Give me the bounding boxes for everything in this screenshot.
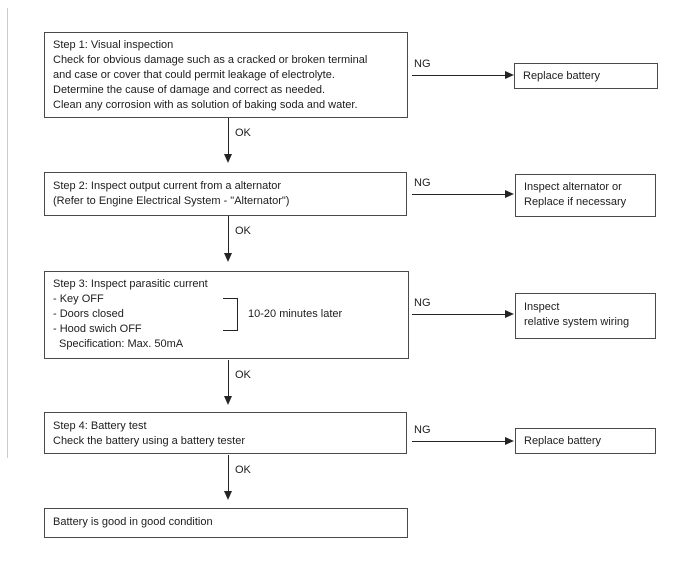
- ok-arrowhead-4: [224, 491, 232, 500]
- step3-parasitic-current-box: Step 3: Inspect parasitic current - Key …: [44, 271, 409, 359]
- step2-line: Step 2: Inspect output current from a al…: [53, 180, 282, 192]
- ng-arrowhead-4: [505, 437, 514, 445]
- ok-label-1: OK: [235, 127, 251, 139]
- ng-label-4: NG: [414, 424, 431, 436]
- outcome3-line: relative system wiring: [524, 316, 630, 328]
- outcome2-line: Replace if necessary: [524, 196, 627, 208]
- ng-label-2: NG: [414, 177, 431, 189]
- ok-label-3: OK: [235, 369, 251, 381]
- step3-spec-line: Specification: Max. 50mA: [59, 338, 184, 350]
- ng-arrowhead-2: [505, 190, 514, 198]
- step2-alternator-output-box: Step 2: Inspect output current from a al…: [44, 172, 407, 216]
- inspect-wiring-box: Inspect relative system wiring: [515, 293, 656, 339]
- ng-label-1: NG: [414, 58, 431, 70]
- ok-arrow-2: [228, 216, 229, 253]
- ok-arrow-1: [228, 118, 229, 155]
- step3-line: - Key OFF: [53, 293, 104, 305]
- step1-line: and case or cover that could permit leak…: [53, 69, 335, 81]
- step1-visual-inspection-box: Step 1: Visual inspection Check for obvi…: [44, 32, 408, 118]
- result-line: Battery is good in good condition: [53, 516, 213, 528]
- ok-arrowhead-2: [224, 253, 232, 262]
- bracket-note: 10-20 minutes later: [248, 308, 343, 320]
- ng-arrow-2: [412, 194, 506, 195]
- step1-line: Step 1: Visual inspection: [53, 39, 174, 51]
- step1-line: Clean any corrosion with as solution of …: [53, 99, 358, 111]
- ok-label-4: OK: [235, 464, 251, 476]
- step1-line: Check for obvious damage such as a crack…: [53, 54, 368, 66]
- step4-line: Step 4: Battery test: [53, 420, 147, 432]
- step4-line: Check the battery using a battery tester: [53, 435, 245, 447]
- ok-arrow-4: [228, 455, 229, 492]
- ng-arrow-1: [412, 75, 506, 76]
- ok-arrowhead-1: [224, 154, 232, 163]
- ok-label-2: OK: [235, 225, 251, 237]
- ng-arrowhead-1: [505, 71, 514, 79]
- replace-battery-box-2: Replace battery: [515, 428, 656, 454]
- outcome4-line: Replace battery: [524, 435, 602, 447]
- ok-arrow-3: [228, 360, 229, 397]
- outcome2-line: Inspect alternator or: [524, 181, 622, 193]
- ng-arrowhead-3: [505, 310, 514, 318]
- ok-arrowhead-3: [224, 396, 232, 405]
- step2-line: (Refer to Engine Electrical System - "Al…: [53, 195, 290, 207]
- step4-battery-test-box: Step 4: Battery test Check the battery u…: [44, 412, 407, 454]
- page-edge-line: [7, 8, 8, 458]
- replace-battery-box-1: Replace battery: [514, 63, 658, 89]
- outcome3-line: Inspect: [524, 301, 560, 313]
- ng-arrow-4: [412, 441, 506, 442]
- step1-line: Determine the cause of damage and correc…: [53, 84, 326, 96]
- inspect-alternator-box: Inspect alternator or Replace if necessa…: [515, 174, 656, 217]
- step3-line: - Doors closed: [53, 308, 124, 320]
- ng-label-3: NG: [414, 297, 431, 309]
- grouping-bracket: [223, 298, 238, 331]
- result-box: Battery is good in good condition: [44, 508, 408, 538]
- ng-arrow-3: [412, 314, 506, 315]
- step3-line: Step 3: Inspect parasitic current: [53, 278, 208, 290]
- outcome1-line: Replace battery: [523, 70, 601, 82]
- step3-line: - Hood swich OFF: [53, 323, 142, 335]
